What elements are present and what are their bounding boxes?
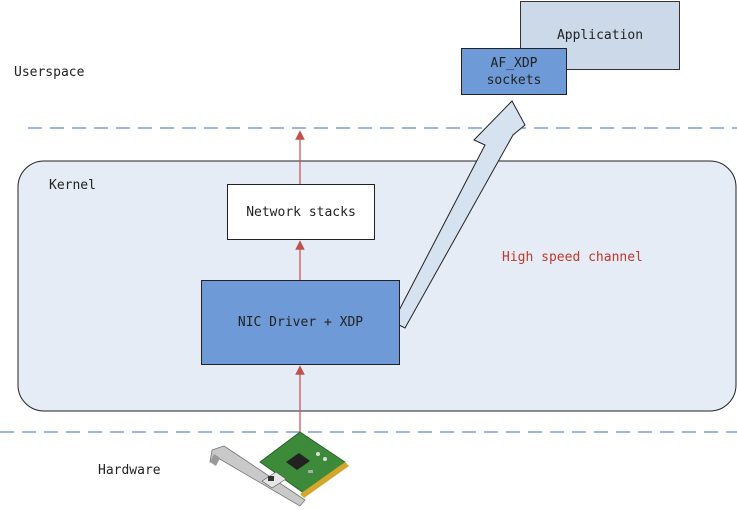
userspace-label: Userspace [14,65,85,80]
hardware-label: Hardware [98,463,161,478]
network-stacks-box: Network stacks [227,184,375,240]
network-stacks-label: Network stacks [246,204,356,220]
kernel-label: Kernel [49,178,96,193]
application-label: Application [556,28,644,43]
high-speed-channel-label: High speed channel [502,250,643,265]
sockets-label: sockets [486,72,542,88]
af-xdp-sockets-box: AF_XDP sockets [461,48,567,95]
af-xdp-label: AF_XDP [490,55,538,71]
network-card-icon [209,431,349,507]
nic-driver-label: NIC Driver + XDP [237,315,364,330]
nic-driver-xdp-box: NIC Driver + XDP [201,280,400,365]
high-speed-channel-arrow [392,100,526,329]
